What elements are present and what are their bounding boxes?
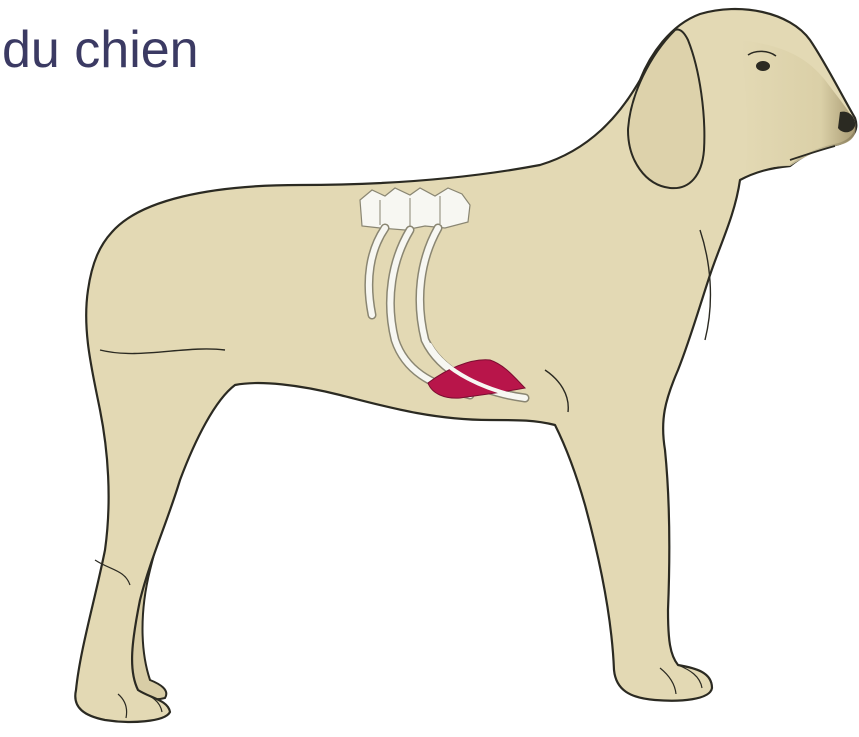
- dog-muzzle: [740, 40, 856, 175]
- dog-eye: [756, 61, 770, 71]
- vertebrae-group: [360, 188, 470, 230]
- dog-ear: [628, 29, 704, 188]
